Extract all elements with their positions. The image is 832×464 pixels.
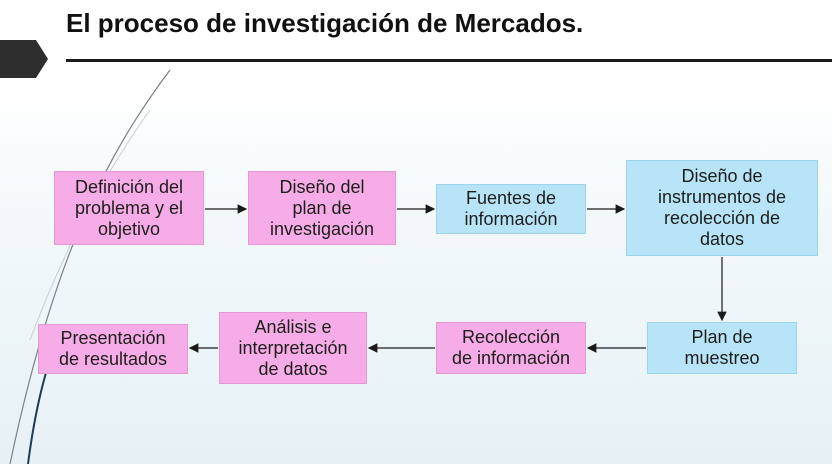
title-underline: [66, 59, 832, 62]
step-definicion-problema: Definición del problema y el objetivo: [54, 171, 204, 245]
step-diseno-plan: Diseño del plan de investigación: [248, 171, 396, 245]
step-analisis-interpretacion: Análisis e interpretación de datos: [219, 312, 367, 384]
step-diseno-instrumentos: Diseño de instrumentos de recolección de…: [626, 160, 818, 256]
step-plan-muestreo: Plan de muestreo: [647, 322, 797, 374]
title-tab-marker: [0, 40, 48, 78]
step-presentacion-resultados: Presentación de resultados: [38, 324, 188, 374]
step-recoleccion-informacion: Recolección de información: [436, 322, 586, 374]
step-fuentes-informacion: Fuentes de información: [436, 184, 586, 234]
page-title: El proceso de investigación de Mercados.: [66, 8, 584, 38]
